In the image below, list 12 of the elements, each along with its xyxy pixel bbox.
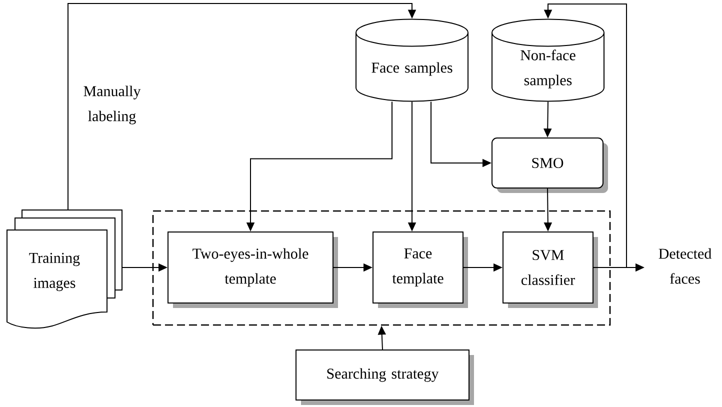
arrow (68, 3, 416, 210)
process-box: SMO (492, 138, 608, 193)
document-stack: Training images (6, 210, 122, 329)
database-cylinder: Non-face samples (492, 18, 604, 102)
process-box: SVM classifier (502, 232, 598, 308)
dashed-group-box (152, 210, 611, 326)
edge-label: Manually labeling (71, 84, 153, 126)
process-box: Two-eyes-in-whole template (168, 232, 338, 308)
output-label: Detected faces (658, 248, 712, 284)
process-box: Face template (372, 232, 468, 308)
process-box: Searching strategy (296, 350, 474, 405)
database-cylinder: Face samples (356, 18, 468, 102)
